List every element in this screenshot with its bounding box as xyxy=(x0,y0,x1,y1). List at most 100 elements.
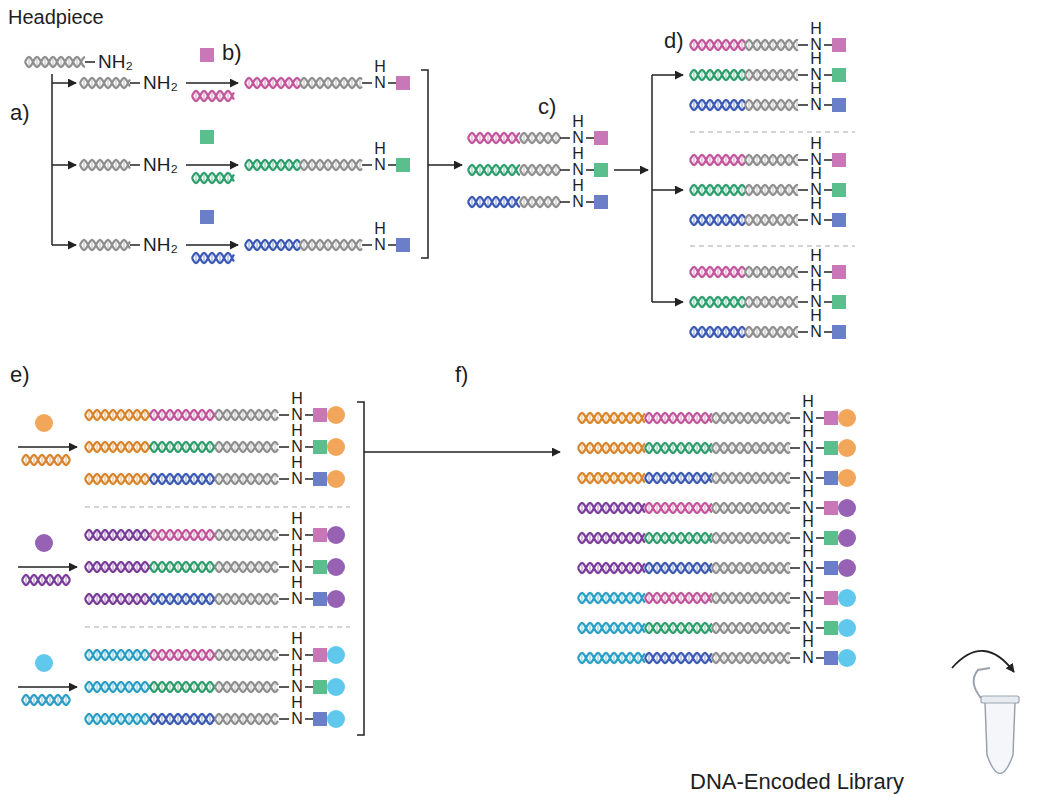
base-pair xyxy=(702,269,703,275)
base-pair xyxy=(710,299,711,305)
helix-strand xyxy=(150,562,215,572)
base-pair xyxy=(58,697,59,703)
helix-strand xyxy=(690,70,745,80)
base-pair xyxy=(556,135,557,141)
helix-strand xyxy=(745,100,798,110)
bond-line xyxy=(560,169,570,171)
base-pair xyxy=(273,80,274,86)
base-pair xyxy=(243,564,244,570)
base-pair xyxy=(716,535,717,541)
base-pair xyxy=(251,444,252,450)
base-pair xyxy=(145,596,146,602)
base-pair xyxy=(614,655,615,661)
step-label: f) xyxy=(455,362,468,388)
helix-strand xyxy=(712,473,790,483)
base-pair xyxy=(259,532,260,538)
dna-strand xyxy=(712,593,790,603)
base-pair xyxy=(129,476,130,482)
helix-strand xyxy=(150,442,215,452)
helix-strand xyxy=(150,474,215,484)
base-pair xyxy=(360,162,361,168)
bond-line xyxy=(279,598,289,600)
amide-linkage: H N xyxy=(810,81,823,113)
base-pair xyxy=(259,716,260,722)
base-pair xyxy=(37,59,38,65)
base-pair xyxy=(780,595,781,601)
helix-strand xyxy=(578,533,645,543)
bond-line xyxy=(798,271,808,273)
base-pair xyxy=(582,445,583,451)
base-pair xyxy=(764,625,765,631)
helix-strand xyxy=(215,714,278,724)
dna-strand xyxy=(215,530,278,540)
arrow xyxy=(18,566,77,568)
base-pair xyxy=(781,217,782,223)
base-pair xyxy=(740,625,741,631)
amide-linkage: H N xyxy=(810,51,823,83)
helix-strand xyxy=(745,297,798,307)
building-block-circle xyxy=(838,469,856,487)
base-pair xyxy=(781,269,782,275)
building-block-circle xyxy=(327,558,345,576)
base-pair xyxy=(781,42,782,48)
base-pair xyxy=(259,476,260,482)
bond-line xyxy=(560,137,570,139)
amide-linkage: H N xyxy=(810,248,823,280)
base-pair xyxy=(312,242,313,248)
base-pair xyxy=(702,157,703,163)
dna-strand xyxy=(578,473,645,483)
base-pair xyxy=(789,299,790,305)
base-pair xyxy=(243,444,244,450)
base-pair xyxy=(121,444,122,450)
arrow xyxy=(18,446,77,448)
bond-line xyxy=(824,159,832,161)
helix-strand xyxy=(578,623,645,633)
dna-strand xyxy=(645,653,712,663)
base-pair xyxy=(748,595,749,601)
bond-line xyxy=(798,219,808,221)
helix-strand xyxy=(578,563,645,573)
base-pair xyxy=(540,135,541,141)
helix-strand xyxy=(645,563,712,573)
base-pair xyxy=(657,415,658,421)
bond-line xyxy=(130,164,140,166)
helix-strand xyxy=(520,165,560,175)
bond-line xyxy=(816,477,824,479)
base-pair xyxy=(788,565,789,571)
base-pair xyxy=(196,93,197,99)
base-pair xyxy=(598,595,599,601)
base-pair xyxy=(210,444,211,450)
bond-line xyxy=(790,567,800,569)
dna-strand xyxy=(192,91,234,101)
base-pair xyxy=(212,255,213,261)
bond-line xyxy=(824,44,832,46)
base-pair xyxy=(186,444,187,450)
dna-strand xyxy=(80,160,130,170)
dna-strand xyxy=(645,533,712,543)
amide-linkage: H N xyxy=(810,166,823,198)
helix-strand xyxy=(645,503,712,513)
base-pair xyxy=(781,72,782,78)
dna-strand xyxy=(645,443,712,453)
base-pair xyxy=(681,445,682,451)
base-pair xyxy=(297,162,298,168)
helix-strand xyxy=(745,215,798,225)
helix-strand xyxy=(245,78,300,88)
base-pair xyxy=(162,444,163,450)
base-pair xyxy=(757,72,758,78)
base-pair xyxy=(243,652,244,658)
helix-strand xyxy=(22,575,70,585)
helix-strand xyxy=(712,533,790,543)
helix-strand xyxy=(578,593,645,603)
amide-linkage: H N xyxy=(572,178,585,210)
base-pair xyxy=(219,716,220,722)
helix-strand xyxy=(712,593,790,603)
helix-strand xyxy=(690,155,745,165)
base-pair xyxy=(657,565,658,571)
bond-line xyxy=(560,201,570,203)
base-pair xyxy=(724,595,725,601)
bond-line xyxy=(790,477,800,479)
base-pair xyxy=(740,595,741,601)
base-pair xyxy=(257,242,258,248)
base-pair xyxy=(681,475,682,481)
